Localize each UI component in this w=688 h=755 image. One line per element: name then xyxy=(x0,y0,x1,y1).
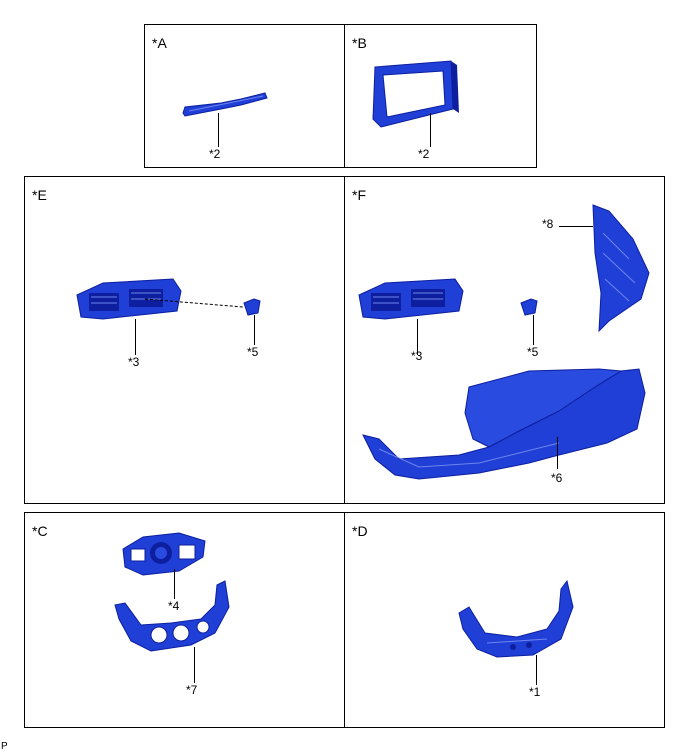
leader-c-7 xyxy=(194,647,195,683)
panel-e: *E *3 *5 xyxy=(24,176,345,504)
part-vent-assembly xyxy=(76,278,182,320)
callout-e-3: *3 xyxy=(128,355,140,369)
leader-f-6 xyxy=(557,437,558,469)
part-control-unit xyxy=(122,532,206,576)
dashed-connector xyxy=(144,298,244,308)
leader-e-5 xyxy=(254,315,255,345)
callout-c-7: *7 xyxy=(186,683,198,697)
leader-f-8 xyxy=(559,226,593,227)
part-bezel xyxy=(114,580,230,652)
callout-e-5: *5 xyxy=(247,345,259,359)
panel-label-a: *A xyxy=(152,35,167,51)
leader-f-5 xyxy=(533,315,534,345)
callout-a-2: *2 xyxy=(209,147,221,161)
panel-label-d: *D xyxy=(352,523,368,539)
part-frame xyxy=(372,60,459,128)
figure-code: P xyxy=(1,741,8,752)
panel-b: *B *2 xyxy=(344,24,537,168)
callout-f-8: *8 xyxy=(542,217,554,231)
part-vent-assembly-f xyxy=(358,278,464,320)
part-dash-panel xyxy=(362,368,646,480)
leader-f-3 xyxy=(417,319,418,355)
panel-f: *F *8 *3 *5 *6 xyxy=(344,176,665,504)
panel-label-f: *F xyxy=(352,187,366,203)
callout-c-4: *4 xyxy=(168,599,180,613)
callout-f-3: *3 xyxy=(411,349,423,363)
leader-d-1 xyxy=(536,655,537,685)
part-strip xyxy=(182,92,268,117)
callout-d-1: *1 xyxy=(529,685,541,699)
part-small-clip xyxy=(243,298,261,316)
leader-a-2 xyxy=(218,113,219,147)
leader-b-2 xyxy=(430,113,431,147)
part-side-panel xyxy=(592,204,650,333)
callout-f-5: *5 xyxy=(527,345,539,359)
part-lower-bezel xyxy=(458,579,574,658)
panel-label-c: *C xyxy=(32,523,48,539)
callout-b-2: *2 xyxy=(418,147,430,161)
panel-d: *D *1 xyxy=(344,512,665,728)
panel-a: *A *2 xyxy=(144,24,345,168)
panel-label-e: *E xyxy=(32,187,47,203)
panel-label-b: *B xyxy=(352,35,367,51)
part-small-clip-f xyxy=(520,298,538,316)
leader-c-4 xyxy=(174,569,175,599)
leader-e-3 xyxy=(135,319,136,355)
panel-c: *C *4 *7 xyxy=(24,512,345,728)
callout-f-6: *6 xyxy=(551,471,563,485)
